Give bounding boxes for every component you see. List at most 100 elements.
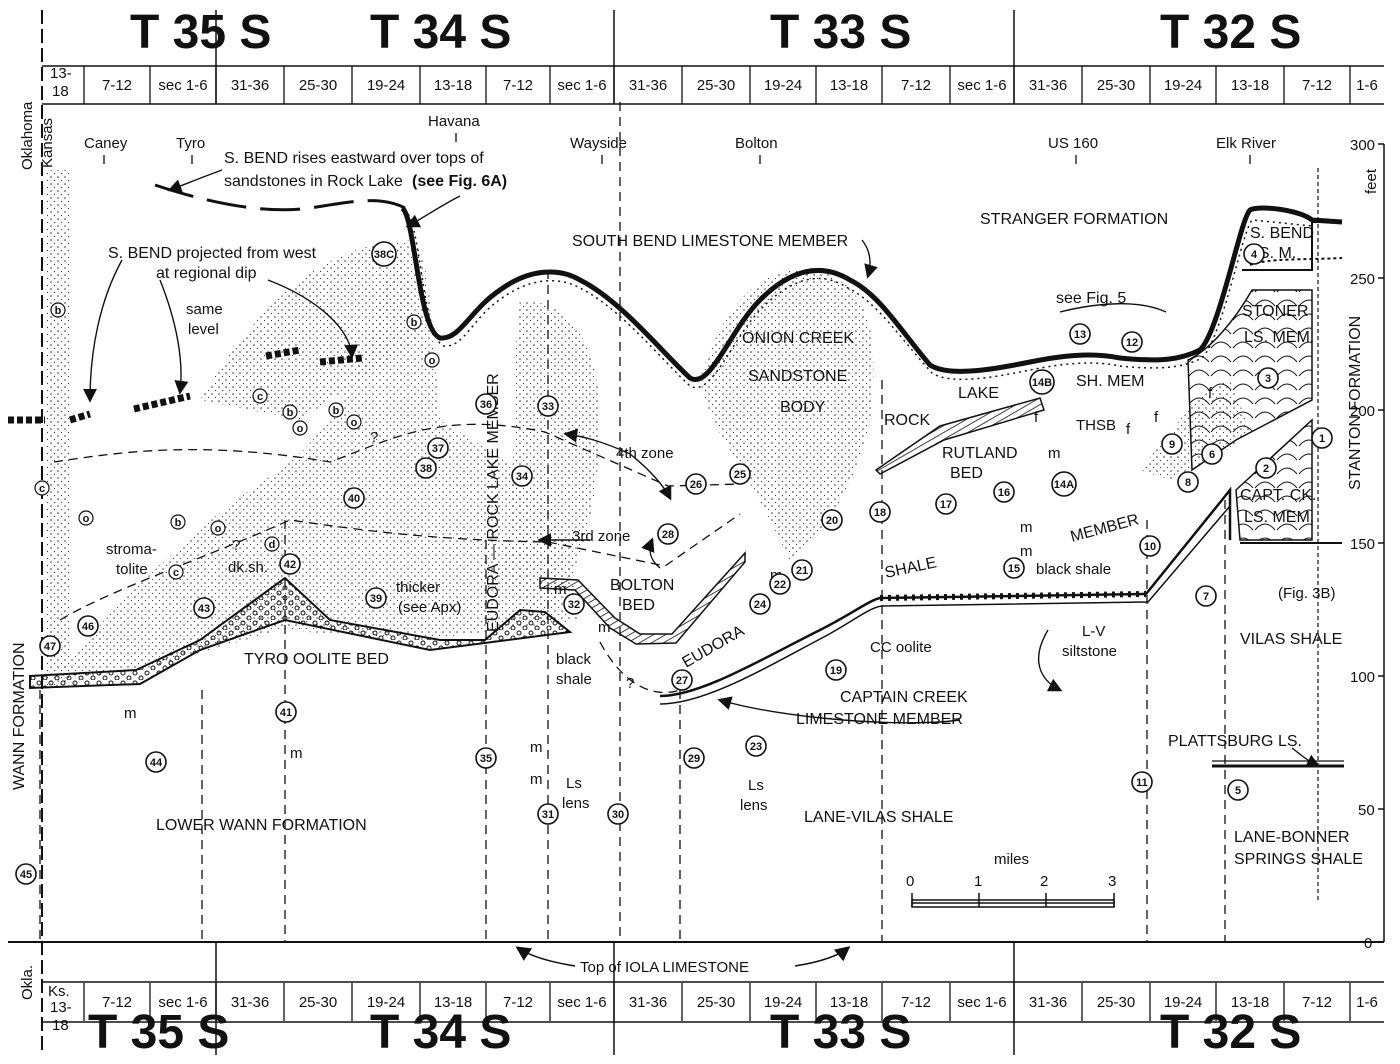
state-line-bottom-2: 13-: [50, 999, 72, 1016]
label-lane-bonner-1: LANE-BONNER: [1234, 829, 1350, 846]
section-number-circle: [1257, 367, 1279, 389]
section-number-label: 47: [44, 641, 56, 653]
section-number-label: 15: [1008, 563, 1020, 575]
axis-tick-50: 50: [1358, 802, 1375, 819]
state-line-bottom-3: 18: [52, 1017, 69, 1034]
label-south-bend-member: SOUTH BEND LIMESTONE MEMBER: [572, 233, 848, 250]
section-number-label: 18: [874, 507, 886, 519]
section-number-label: 37: [432, 443, 444, 455]
label-tyro-oolite: TYRO OOLITE BED: [244, 651, 389, 668]
label-stanton-formation: STANTON FORMATION: [1347, 316, 1364, 490]
section-range-label: 13-18: [830, 77, 868, 94]
lithology-mark-letter: b: [55, 305, 62, 317]
label-lake: LAKE: [958, 385, 999, 402]
mark-m-2: m: [290, 745, 303, 762]
top-of-iola-arrows: [515, 946, 851, 967]
section-range-label: 7-12: [1302, 77, 1332, 94]
section-number-label: 5: [1235, 785, 1241, 797]
label-lv: L-V: [1082, 623, 1105, 640]
section-number-circle: [193, 597, 215, 619]
section-number-circle: [1195, 585, 1217, 607]
section-number-circle: [1051, 471, 1077, 497]
section-range-label: 13-18: [1231, 994, 1269, 1011]
section-number-label: 20: [826, 515, 838, 527]
mark-m-1: m: [124, 705, 137, 722]
miles-scale-bar: [911, 893, 1115, 908]
section-number-circle: [39, 635, 61, 657]
lithology-mark-circle: [282, 404, 298, 420]
stanton-right-band: [1240, 168, 1342, 900]
label-ls-lens-1b: lens: [562, 795, 590, 812]
elevation-axis: [1378, 143, 1385, 943]
label-plattsburg: PLATTSBURG LS.: [1168, 733, 1302, 750]
section-range-label: sec 1-6: [957, 994, 1006, 1011]
lithology-mark-circle: [424, 352, 440, 368]
section-number-label: 33: [542, 401, 554, 413]
section-range-label: 25-30: [697, 77, 735, 94]
section-number-label: 12: [1126, 337, 1138, 349]
section-number-circle: [415, 457, 437, 479]
section-number-label: 41: [280, 707, 292, 719]
label-vilas-shale: VILAS SHALE: [1240, 631, 1342, 648]
section-number-circle: [1029, 369, 1055, 395]
label-wann-formation: WANN FORMATION: [11, 642, 28, 790]
section-number-label: 45: [20, 869, 32, 881]
section-number-label: 38C: [374, 249, 394, 261]
section-range-label: 13-18: [830, 994, 868, 1011]
section-number-circle: [1161, 433, 1183, 455]
mark-f-4: f: [1208, 385, 1213, 402]
section-number-circle: [537, 395, 559, 417]
section-range-label: 31-36: [629, 994, 667, 1011]
section-number-label: 46: [82, 621, 94, 633]
section-number-label: 13: [1074, 329, 1086, 341]
section-number-circle: [657, 523, 679, 545]
section-number-circle: [729, 463, 751, 485]
section-number-label: 44: [150, 757, 163, 769]
section-number-circle: [935, 493, 957, 515]
label-lane-bonner-2: SPRINGS SHALE: [1234, 851, 1363, 868]
label-see-fig-5: see Fig. 5: [1056, 290, 1126, 307]
label-black-shale-2b: shale: [556, 671, 592, 688]
label-thicker-1: thicker: [396, 579, 440, 596]
captain-creek-ls: [659, 486, 1232, 705]
state-line-bottom-1: Ks.: [48, 983, 70, 1000]
township-t34-bottom: T 34 S: [370, 1006, 511, 1059]
mark-m-10: m: [1048, 445, 1061, 462]
section-range-label: 19-24: [764, 77, 802, 94]
lithology-mark-letter: d: [269, 539, 276, 551]
mark-q-3: ?: [626, 675, 634, 692]
section-number-circle: [279, 553, 301, 575]
place-bolton: Bolton: [735, 135, 778, 152]
section-number-circle: [275, 701, 297, 723]
section-number-label: 21: [796, 565, 808, 577]
section-number-label: 30: [612, 809, 624, 821]
lithology-mark-circle: [406, 314, 422, 330]
section-number-label: 8: [1185, 477, 1191, 489]
section-number-circle: [511, 465, 533, 487]
section-range-label: 31-36: [629, 77, 667, 94]
section-range-label: 25-30: [697, 994, 735, 1011]
miles-tick-3: 3: [1108, 873, 1116, 890]
label-see-fig-6a: (see Fig. 6A): [412, 173, 507, 190]
label-s-bend-ls-1: S. BEND: [1250, 225, 1314, 242]
lithology-mark-circle: [210, 520, 226, 536]
label-black-shale-2a: black: [556, 651, 592, 668]
mark-f-2: f: [1126, 421, 1131, 438]
section-number-label: 10: [1144, 541, 1156, 553]
section-number-circle: [1201, 443, 1223, 465]
label-rock: ROCK: [884, 412, 931, 429]
lithology-mark-letter: c: [39, 483, 45, 495]
section-range-label: sec 1-6: [158, 77, 207, 94]
section-range-label: 7-12: [1302, 994, 1332, 1011]
label-bolton-bed-1: BOLTON: [610, 577, 674, 594]
label-rutland-2: BED: [950, 465, 983, 482]
correlation-lines: [39, 102, 1226, 942]
mark-m-9: m: [1020, 543, 1033, 560]
section-number-circle: [343, 487, 365, 509]
lithology-mark-circle: [170, 514, 186, 530]
axis-tick-300: 300: [1350, 137, 1375, 154]
section-number-circle: [145, 751, 167, 773]
section-number-label: 23: [750, 741, 762, 753]
lithology-mark-letter: o: [83, 513, 90, 525]
